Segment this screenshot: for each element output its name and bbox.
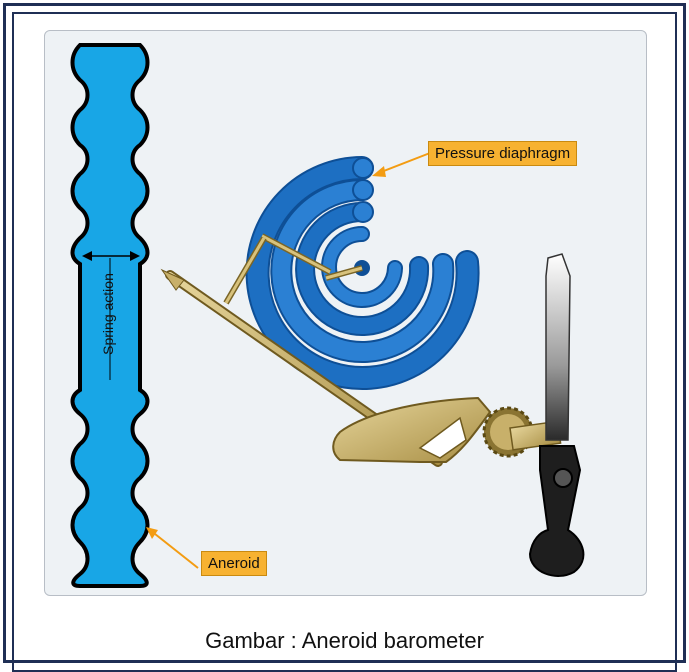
pointer-needle [530,254,583,576]
pressure-diaphragm-label: Pressure diaphragm [428,141,577,166]
figure-caption: Gambar : Aneroid barometer [0,628,689,654]
aneroid-label: Aneroid [201,551,267,576]
pressure-diaphragm [258,158,468,378]
aneroid-leader [150,530,198,568]
spring-action-label: Spring action [100,259,116,369]
